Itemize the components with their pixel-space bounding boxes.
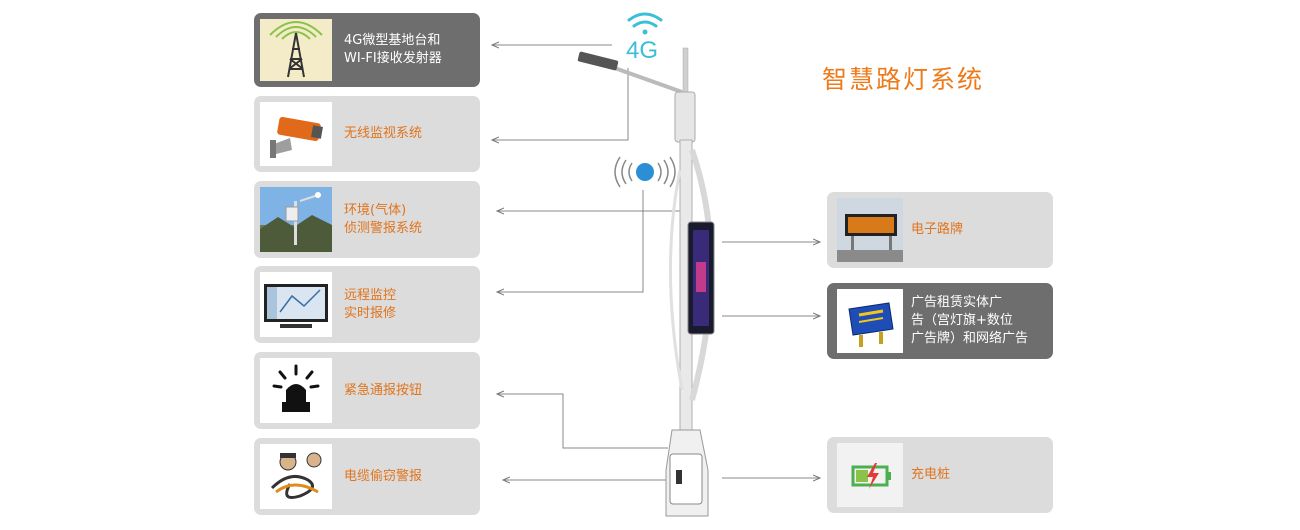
led-road-sign-icon (837, 198, 903, 262)
weather-station-icon (260, 187, 332, 252)
street-light-pole (577, 47, 715, 517)
card-label: 电子路牌 (911, 222, 964, 237)
diagram-title: 智慧路灯系统 (822, 65, 985, 94)
card-wireless-surveillance: 无线监视系统 (254, 96, 480, 172)
connector-camera (492, 68, 629, 140)
card-label: 电缆偷窃警报 (344, 468, 423, 484)
card-label: 紧急通报按钮 (344, 382, 423, 398)
alarm-beacon-icon (260, 358, 332, 423)
cctv-camera-icon (260, 102, 332, 166)
charging-battery-icon (837, 443, 903, 507)
lamp-head (577, 51, 619, 71)
card-charging-pile: 充电桩 (827, 437, 1053, 513)
card-label: 远程监控 实时报修 (344, 287, 397, 321)
card-emergency-button: 紧急通报按钮 (254, 352, 480, 429)
card-environment-gas-alarm: 环境(气体) 侦测警报系统 (254, 181, 480, 258)
monitor-screen-icon (260, 272, 332, 337)
card-label: 无线监视系统 (344, 126, 423, 141)
card-label: 环境(气体) 侦测警报系统 (344, 202, 423, 236)
card-remote-monitoring: 远程监控 实时报修 (254, 266, 480, 343)
cable-thief-icon (260, 444, 332, 509)
card-cable-theft-alarm: 电缆偷窃警报 (254, 438, 480, 515)
connector-emergency-button (497, 394, 668, 449)
connector-remote-monitor (497, 190, 644, 292)
connector-lines (492, 45, 820, 480)
card-advertising: 广告租赁实体广 告（宫灯旗+数位 广告牌）和网络广告 (827, 283, 1053, 359)
card-label: 4G微型基地台和 WI-FI接收发射器 (344, 33, 442, 66)
card-label: 充电桩 (911, 467, 951, 482)
antenna-tower-icon (260, 19, 332, 81)
card-electronic-road-sign: 电子路牌 (827, 192, 1053, 268)
card-label: 广告租赁实体广 告（宫灯旗+数位 广告牌）和网络广告 (911, 295, 1029, 346)
signal-label: 4G (626, 37, 658, 64)
wifi-signal-icon (627, 12, 663, 35)
card-4g-base-station: 4G微型基地台和 WI-FI接收发射器 (254, 13, 480, 87)
radio-wave-icon (614, 156, 676, 188)
billboard-icon (837, 289, 903, 353)
